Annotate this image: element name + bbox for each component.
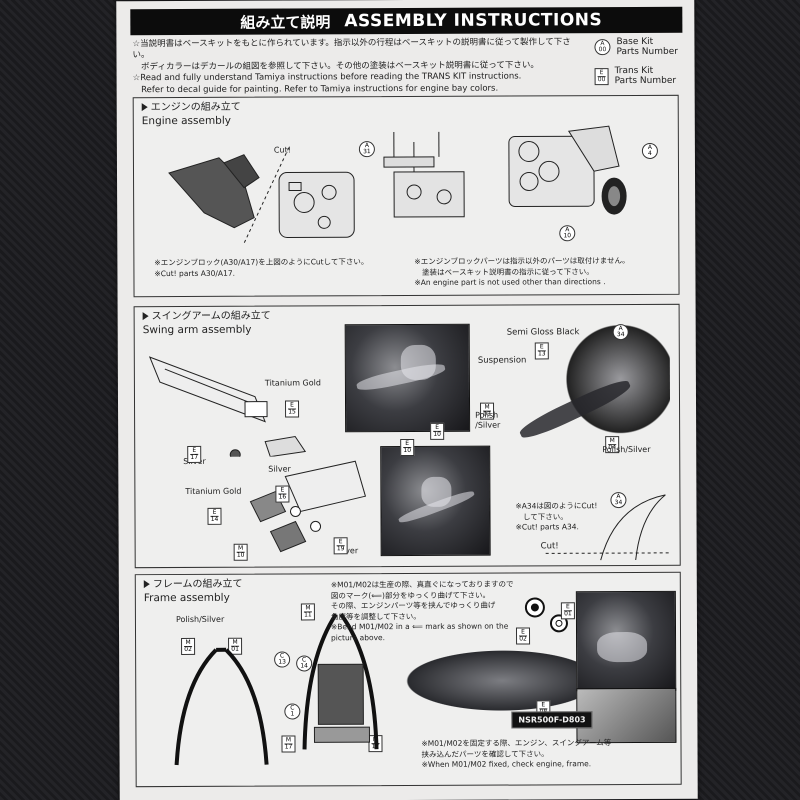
title-en: ASSEMBLY INSTRUCTIONS bbox=[344, 10, 603, 32]
intro-notes: ☆当説明書はベースキットをもとに作られています。指示以外の行程はベースキットの説… bbox=[132, 37, 587, 96]
a34-cut-drawing bbox=[545, 494, 671, 561]
swing-arm-assembly-section: スイングアームの組み立て Swing arm assembly Titanium… bbox=[133, 303, 681, 569]
arrow-icon bbox=[141, 103, 148, 112]
label-polish-silver: Polish /Silver bbox=[475, 410, 501, 430]
engine-assembly-section: エンジンの組み立て Engine assembly Cut! bbox=[132, 94, 680, 298]
legend-label: Base Kit bbox=[616, 36, 654, 48]
engine-cut-drawing bbox=[168, 147, 355, 243]
engine-note-right: ※エンジンブロックパーツは指示以外のパーツは取付けません。 塗装はベースキット説… bbox=[414, 256, 630, 287]
note-line: ☆当説明書はベースキットをもとに作られています。指示以外の行程はベースキットの説… bbox=[132, 37, 571, 61]
photo-swing-arm-chain bbox=[344, 323, 471, 433]
photo-swing-arm-sprocket bbox=[380, 445, 491, 557]
section-title: フレームの組み立て Frame assembly bbox=[143, 578, 243, 605]
washer-parts-drawing bbox=[524, 597, 568, 633]
engine-parts-drawing bbox=[383, 131, 465, 218]
section-title-jp: スイングアームの組み立て bbox=[151, 310, 271, 323]
section-title: エンジンの組み立て Engine assembly bbox=[141, 101, 241, 128]
arrow-icon bbox=[142, 312, 149, 321]
swing-arm-drawing-top bbox=[148, 356, 307, 458]
section-title-jp: フレームの組み立て bbox=[152, 578, 243, 591]
legend-label: Parts Number bbox=[616, 47, 678, 58]
right-background bbox=[696, 0, 800, 800]
label-titanium-gold: Titanium Gold bbox=[264, 378, 321, 388]
frame-fix-note: ※M01/M02を固定する際、エンジン、スイングアーム等 挟み込んだパーツを確認… bbox=[421, 738, 612, 769]
label-suspension: Suspension bbox=[477, 355, 527, 366]
left-background bbox=[0, 0, 118, 800]
instruction-sheet: 組み立て説明 ASSEMBLY INSTRUCTIONS ☆当説明書はベースキッ… bbox=[116, 0, 698, 800]
label-semi-gloss-black: Semi Gloss Black bbox=[506, 327, 580, 338]
section-title-en: Engine assembly bbox=[141, 114, 231, 127]
engine-block-drawing bbox=[508, 125, 627, 215]
legend-label: Trans Kit bbox=[614, 65, 654, 76]
photo-frame-detail bbox=[575, 590, 677, 692]
header-bar: 組み立て説明 ASSEMBLY INSTRUCTIONS bbox=[130, 6, 683, 36]
frame-bend-note: ※M01/M02は生産の際、真直ぐになっておりますので 図のマーク(⟸)部分をゆ… bbox=[330, 579, 514, 642]
photo-rear-wheel-assembly bbox=[504, 324, 671, 446]
cut-label: Cut! bbox=[273, 145, 291, 155]
frame-drawing-with-engine bbox=[302, 613, 379, 750]
section-title-jp: エンジンの組み立て bbox=[150, 101, 241, 114]
label-silver: Silver bbox=[268, 464, 291, 474]
note-line: ☆Read and fully understand Tamiya instru… bbox=[132, 71, 522, 84]
label-polish-silver: Polish/Silver bbox=[175, 614, 225, 625]
label-titanium-gold: Titanium Gold bbox=[185, 486, 242, 496]
frame-number-plate: NSR500F-D803 bbox=[511, 711, 593, 729]
frame-assembly-section: フレームの組み立て Frame assembly Polish/Silver M… bbox=[134, 571, 682, 788]
swing-arm-drawing-bottom bbox=[249, 460, 367, 553]
arrow-icon bbox=[143, 580, 150, 589]
section-title-en: Frame assembly bbox=[143, 591, 230, 604]
frame-drawing-front bbox=[174, 647, 269, 766]
label-cut: Cut! bbox=[540, 541, 559, 552]
legend-label: Parts Number bbox=[614, 75, 677, 87]
label-polish-silver: Polish/Silver bbox=[602, 444, 651, 455]
section-title-en: Swing arm assembly bbox=[142, 323, 252, 336]
title-jp: 組み立て説明 bbox=[240, 12, 331, 32]
engine-note-left: ※エンジンブロック(A30/A17)を上図のようにCutして下さい。 ※Cut!… bbox=[154, 257, 369, 278]
section-title: スイングアームの組み立て Swing arm assembly bbox=[142, 310, 271, 337]
